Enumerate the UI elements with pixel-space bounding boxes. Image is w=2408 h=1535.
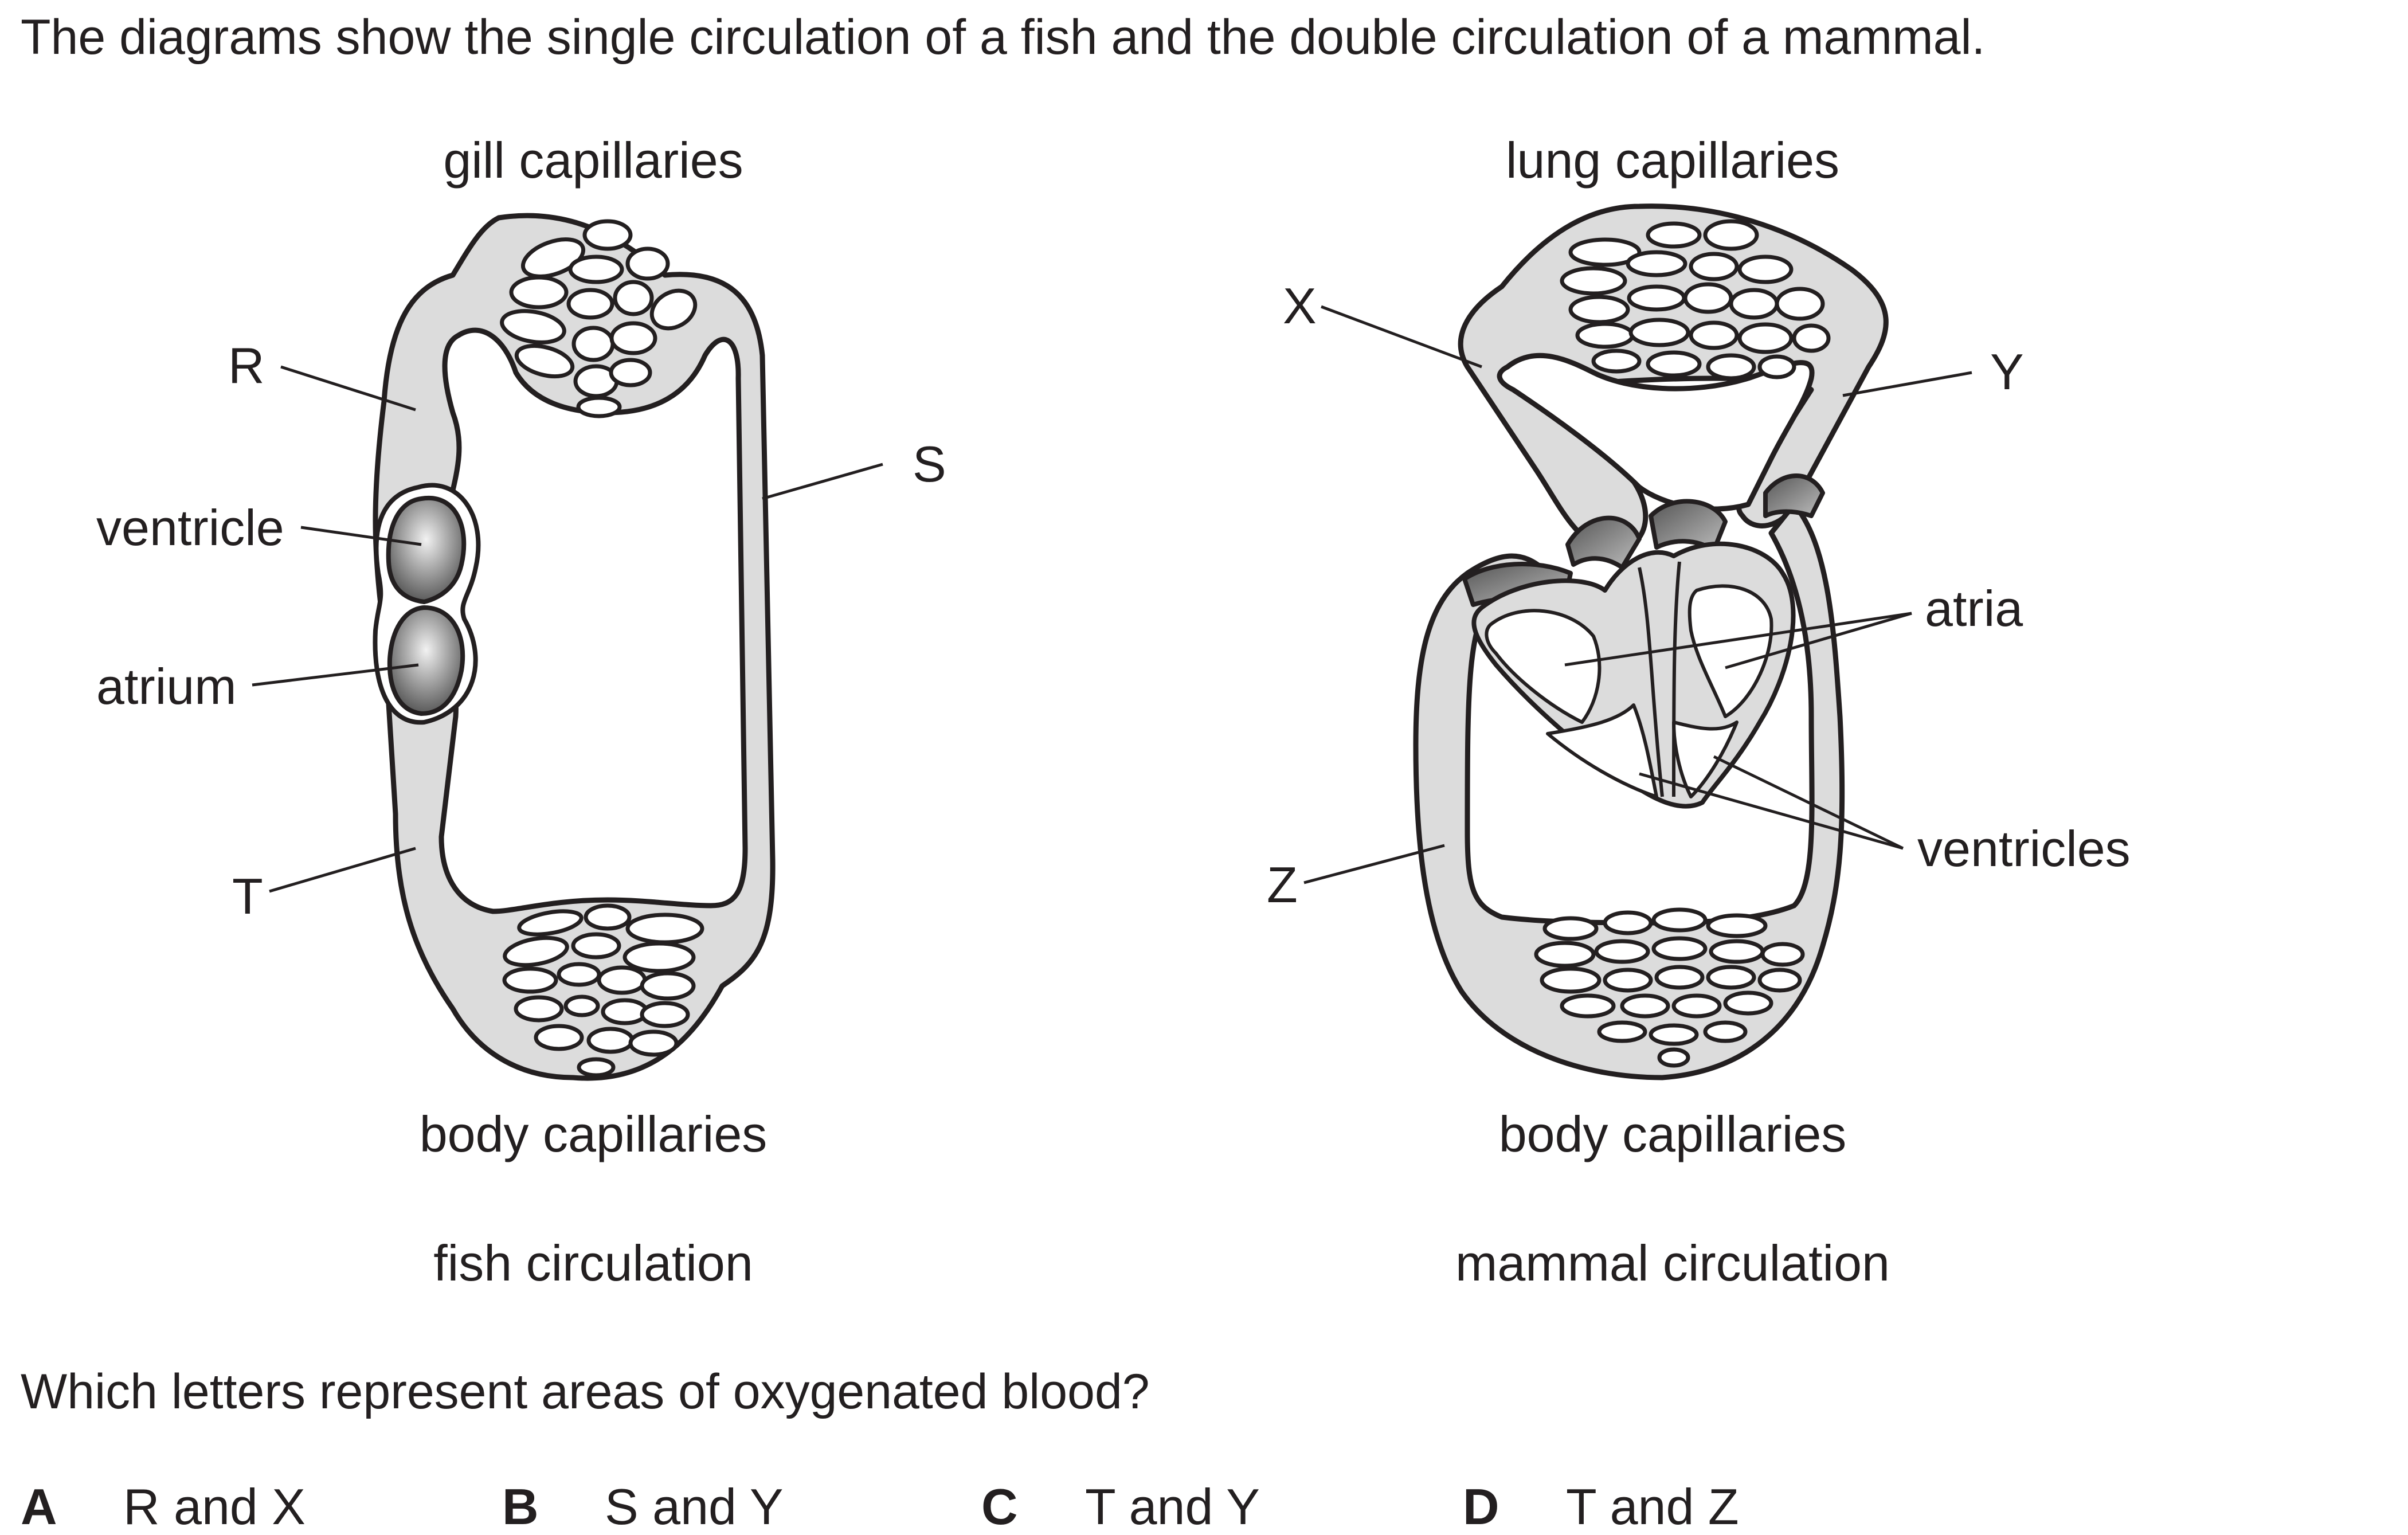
fish-leader-lines (252, 365, 883, 893)
question-text: Which letters represent areas of oxygena… (21, 1364, 1150, 1419)
lung-capillary-network (1560, 219, 1831, 381)
option-b-letter: B (502, 1478, 539, 1535)
fish-circulation-caption: fish circulation (433, 1235, 753, 1291)
mammal-lung-inner-space (1497, 353, 1815, 512)
mammal-leader-lines (1303, 305, 1972, 884)
option-a-letter: A (21, 1478, 57, 1535)
mammal-heart (1462, 473, 1825, 809)
mammal-lung-capillaries-label: lung capillaries (1505, 132, 1840, 189)
mammal-diagram (1303, 203, 1972, 1080)
option-c-text: T and Y (1085, 1478, 1260, 1535)
mammal-right-ventricle (1546, 703, 1658, 798)
mammal-atria-label: atria (1925, 580, 2023, 637)
mammal-letter-x: X (1283, 277, 1317, 334)
fish-body-capillary-network (502, 903, 704, 1078)
fish-ventricle-chamber (386, 495, 467, 604)
fish-letter-t: T (232, 868, 263, 925)
gill-capillary-network (500, 219, 698, 418)
fish-diagram (252, 213, 883, 1081)
fish-letter-s: S (913, 436, 946, 492)
mammal-circulation-caption: mammal circulation (1455, 1235, 1890, 1291)
fish-heart (373, 483, 481, 725)
mammal-letter-z: Z (1267, 856, 1298, 913)
fish-gill-capillaries-label: gill capillaries (443, 132, 743, 189)
fish-body-capillaries-label: body capillaries (419, 1106, 768, 1162)
option-d-text: T and Z (1566, 1478, 1739, 1535)
mammal-left-atrium (1687, 584, 1773, 718)
fish-ventricle-label: ventricle (96, 499, 284, 556)
option-b-text: S and Y (605, 1478, 784, 1535)
mammal-ventricles-label: ventricles (1917, 820, 2131, 877)
fish-atrium-chamber (387, 605, 465, 716)
fish-letter-r: R (228, 337, 265, 394)
mammal-body-capillaries-label: body capillaries (1498, 1106, 1847, 1162)
option-a-text: R and X (123, 1478, 306, 1535)
mammal-body-capillary-network (1534, 907, 1805, 1068)
option-c-letter: C (981, 1478, 1018, 1535)
mammal-right-atrium (1485, 609, 1602, 724)
mammal-left-ventricle (1672, 720, 1739, 798)
intro-text: The diagrams show the single circulation… (21, 10, 1986, 65)
fish-atrium-label: atrium (96, 658, 237, 715)
mammal-letter-y: Y (1990, 343, 2024, 400)
option-d-letter: D (1463, 1478, 1499, 1535)
